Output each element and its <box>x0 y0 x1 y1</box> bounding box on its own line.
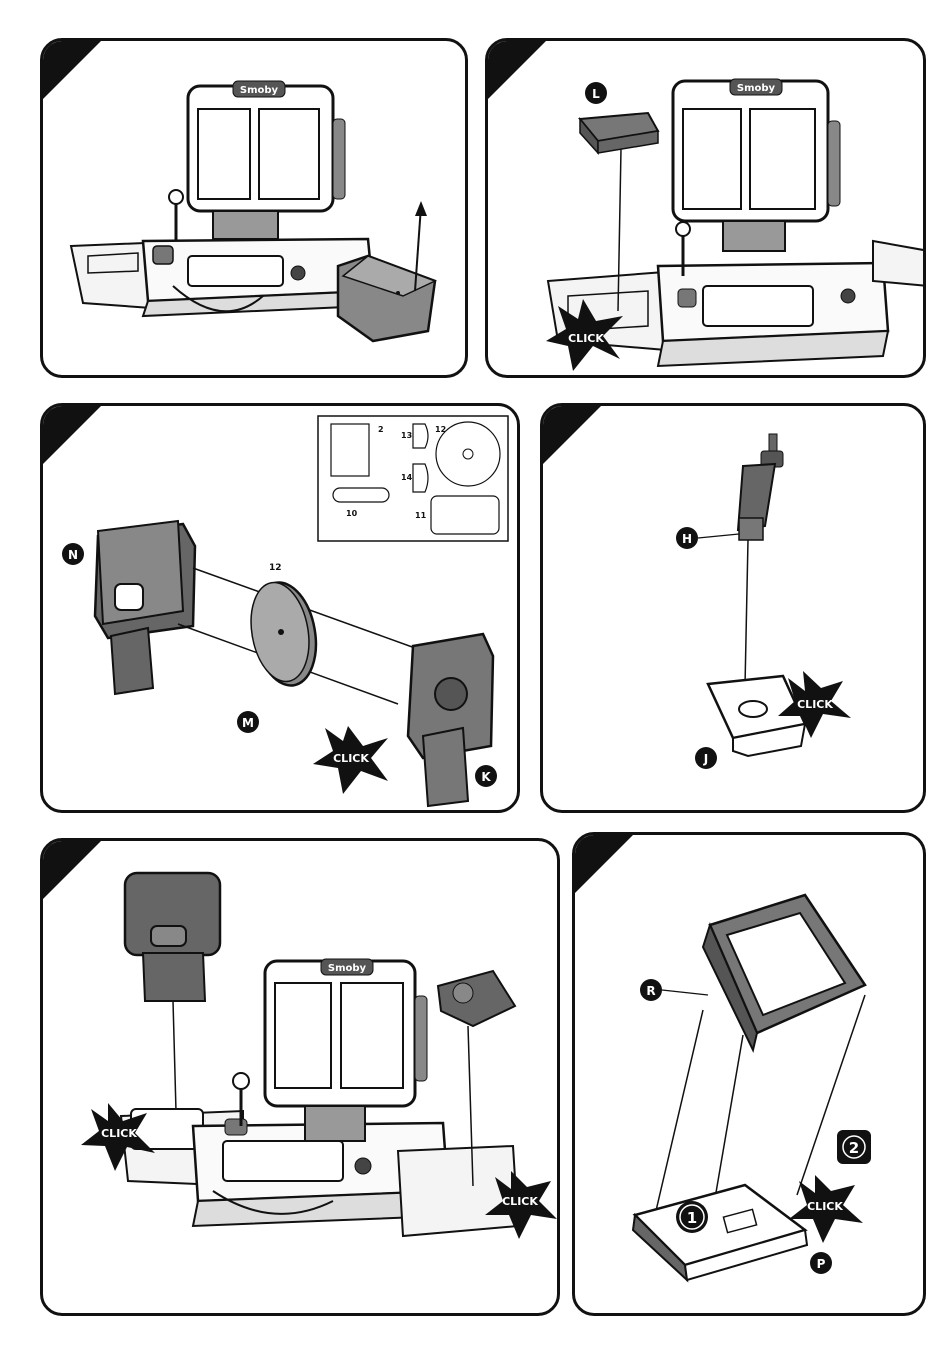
label-J: J <box>703 752 708 766</box>
label-H: H <box>682 532 692 546</box>
label-R: R <box>646 984 655 998</box>
step-1-illustration: Smoby <box>43 41 468 378</box>
step-panel-4: H J CLICK <box>540 403 926 813</box>
step-6-illustration: R P 1 2 CLICK <box>575 835 926 1316</box>
wheel-number: 12 <box>269 563 282 573</box>
label-N: N <box>68 548 78 562</box>
step-mark-2: 2 <box>849 1139 859 1157</box>
step-panel-1: Smoby <box>40 38 468 378</box>
step-panel-3: 2 13 12 14 10 11 N 12 M K <box>40 403 520 813</box>
brand-logo: Smoby <box>328 963 367 974</box>
step-mark-1: 1 <box>687 1209 697 1227</box>
brand-logo: Smoby <box>240 85 279 96</box>
click-badge: CLICK <box>568 332 604 345</box>
step-panel-2: Smoby L CLICK <box>485 38 926 378</box>
click-badge: CLICK <box>333 752 369 765</box>
label-L: L <box>592 87 600 101</box>
step-panel-5: Smoby CLICK CLICK <box>40 838 560 1316</box>
step-2-illustration: Smoby L CLICK <box>488 41 926 378</box>
step-panel-6: R P 1 2 CLICK <box>572 832 926 1316</box>
sticker-number: 12 <box>435 425 446 434</box>
sticker-number: 10 <box>346 509 358 518</box>
step-4-illustration: H J CLICK <box>543 406 926 813</box>
click-badge: CLICK <box>502 1195 538 1208</box>
step-3-illustration: 2 13 12 14 10 11 N 12 M K <box>43 406 520 813</box>
click-badge: CLICK <box>797 698 833 711</box>
step-5-illustration: Smoby CLICK CLICK <box>43 841 560 1316</box>
sticker-number: 14 <box>401 473 413 482</box>
sticker-number: 11 <box>415 511 427 520</box>
sticker-number: 2 <box>378 425 384 434</box>
label-K: K <box>481 770 491 784</box>
label-P: P <box>817 1257 826 1271</box>
sticker-number: 13 <box>401 431 412 440</box>
click-badge: CLICK <box>101 1127 137 1140</box>
label-M: M <box>242 716 254 730</box>
click-badge: CLICK <box>807 1200 843 1213</box>
brand-logo: Smoby <box>737 83 776 94</box>
